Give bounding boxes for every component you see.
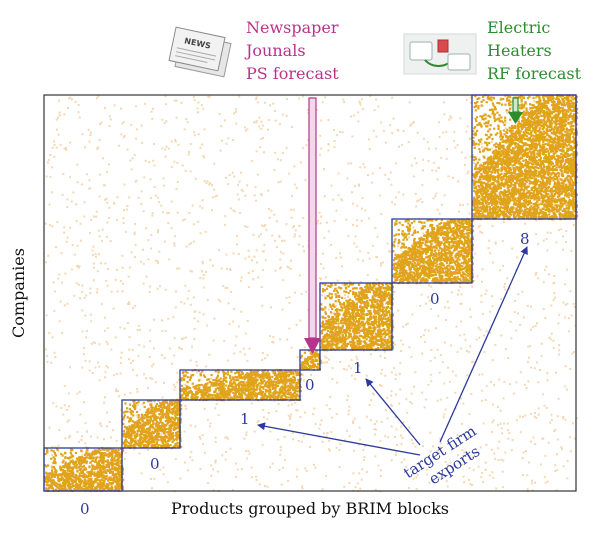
- block-number: 0: [305, 376, 315, 394]
- brim-block-7: [471, 94, 577, 220]
- block-number: 0: [150, 455, 160, 473]
- newspaper-icon: NEWS: [168, 26, 232, 78]
- newspaper-forecast-arrow: [304, 97, 321, 354]
- top-right-label-line: Electric: [487, 18, 550, 37]
- top-left-label-line: Jounals: [244, 41, 306, 60]
- brim-block-1: [43, 447, 123, 492]
- block-number: 1: [353, 359, 363, 377]
- brim-block-2: [121, 399, 181, 449]
- block-number: 0: [430, 290, 440, 308]
- block-numbers: 0 0 1 0 1 0 8: [80, 230, 530, 518]
- top-right-label-line: RF forecast: [487, 64, 582, 83]
- block-number: 1: [240, 410, 250, 428]
- top-left-label-line: Newspaper: [246, 18, 339, 37]
- block-number: 0: [80, 500, 90, 518]
- brim-block-5: [319, 282, 393, 351]
- top-right-label: Electric Heaters RF forecast: [487, 18, 582, 83]
- top-left-label-line: PS forecast: [246, 64, 339, 83]
- electric-heater-icon: [403, 33, 477, 75]
- brim-block-6: [391, 218, 473, 284]
- top-left-label: Newspaper Jounals PS forecast: [244, 18, 339, 83]
- y-axis-label: Companies: [9, 248, 28, 338]
- brim-block-3: [179, 369, 301, 401]
- brim-block-4: [299, 349, 321, 371]
- scatter-points: [44, 94, 579, 493]
- block-number: 8: [520, 230, 530, 248]
- brim-blocks: [43, 94, 577, 492]
- x-axis-label: Products grouped by BRIM blocks: [171, 499, 449, 518]
- top-right-label-line: Heaters: [487, 41, 552, 60]
- target-firm-export-arrows: [257, 246, 528, 456]
- target-firm-exports-annotation: target firm exports: [400, 422, 483, 488]
- matrix-frame: [43, 94, 577, 492]
- electric-heaters-forecast-arrow: [508, 97, 523, 124]
